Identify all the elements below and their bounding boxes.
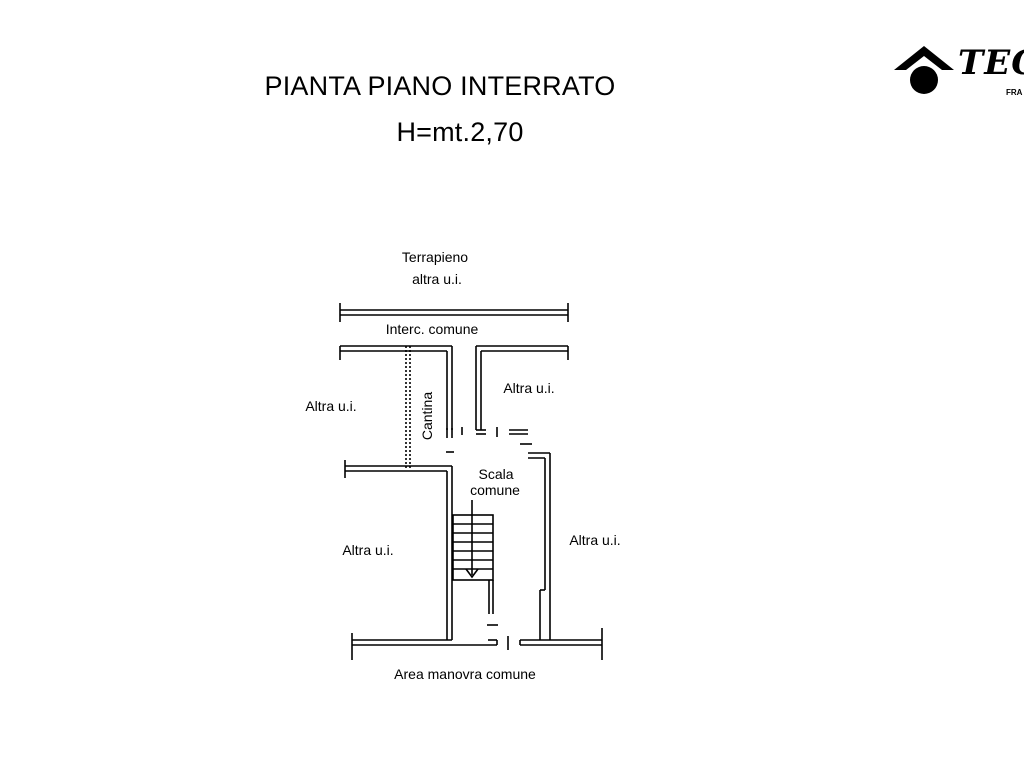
walls	[339, 303, 603, 660]
page-title: PIANTA PIANO INTERRATO	[264, 71, 616, 101]
label-altra-ui-left-lower: Altra u.i.	[342, 542, 393, 558]
label-altra-ui-upper-right: Altra u.i.	[503, 380, 554, 396]
logo-text: TECN	[958, 43, 1024, 83]
page-subtitle: H=mt.2,70	[396, 117, 524, 147]
label-altra-ui-right: Altra u.i.	[569, 532, 620, 548]
label-scala: Scala	[478, 466, 513, 482]
label-area-manovra: Area manovra comune	[394, 666, 536, 682]
logo-mark-icon	[894, 46, 954, 94]
label-comune: comune	[470, 482, 520, 498]
label-cantina: Cantina	[419, 392, 435, 440]
label-terrapieno: Terrapieno	[402, 249, 468, 265]
label-altra-ui-top: altra u.i.	[412, 271, 462, 287]
logo-subtext: FRA	[1006, 88, 1023, 97]
label-interc-comune: Interc. comune	[386, 321, 479, 337]
label-altra-ui-left-upper: Altra u.i.	[305, 398, 356, 414]
